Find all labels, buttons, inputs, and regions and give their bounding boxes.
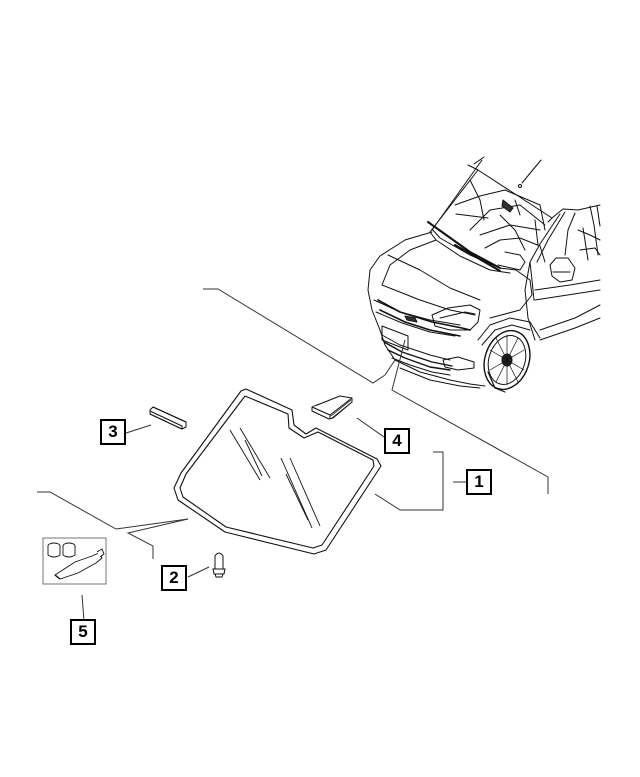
callout-5[interactable]: 5: [70, 619, 96, 645]
vehicle-illustration: [367, 156, 601, 393]
callout-4[interactable]: 4: [384, 428, 410, 454]
adhesive-kit-part[interactable]: [42, 537, 107, 585]
stud-clip-part[interactable]: [212, 552, 226, 578]
callout-1[interactable]: 1: [466, 469, 492, 495]
sensor-pad-part[interactable]: [311, 395, 353, 420]
windshield-glass[interactable]: [173, 388, 382, 555]
leader-lines: [37, 288, 549, 622]
spacer-block-part[interactable]: [149, 406, 187, 430]
callout-3[interactable]: 3: [100, 419, 126, 445]
callout-2[interactable]: 2: [161, 565, 187, 591]
